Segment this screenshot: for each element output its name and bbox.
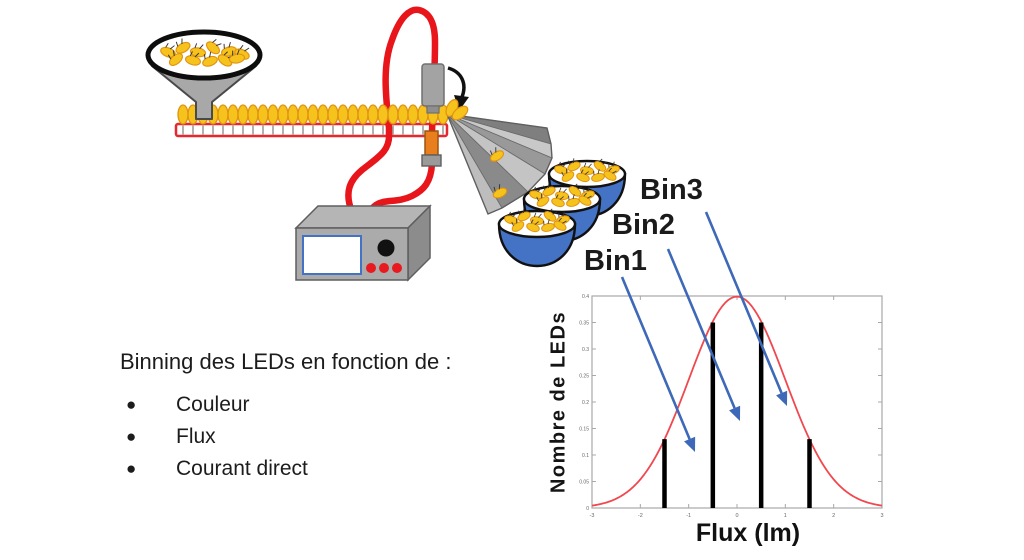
y-tick-label: 0.2 [582,400,589,406]
instrument-button [379,263,389,273]
led-icon [492,184,508,199]
plot-box [591,295,883,509]
instrument-screen [302,235,362,275]
bin1-label: Bin1 [584,245,647,277]
test-fixture [421,130,442,167]
caption-bullet-text: Flux [176,425,216,448]
caption-bullet-courant: ● Courant direct [120,453,520,485]
led-icon [568,183,583,197]
led-icon [529,186,543,200]
led-icon [160,43,176,58]
led-icon [205,39,222,55]
led-icon [504,211,518,225]
sorting-chute [445,113,553,215]
led-icon [542,183,556,197]
led-icon [576,169,590,183]
led-icon [175,38,191,54]
instrument-knob [377,239,395,257]
measurement-instrument [294,204,432,282]
caption-bullet-text: Courant direct [176,457,308,480]
led-icon [511,218,525,232]
led-icon [553,217,567,231]
measurement-cable [345,6,439,217]
led-icon [185,51,201,66]
drop-arrow-icon [447,66,469,111]
bin-bowl [547,158,627,218]
led-icon [234,44,250,60]
led-icon [189,43,207,58]
bin3-label: Bin3 [640,174,703,206]
bin-bowl [522,183,602,243]
led-icon [221,42,237,57]
led-icon [567,158,581,172]
instrument-button [366,263,376,273]
conveyor-leds [177,104,449,125]
led-icon [561,168,575,182]
led-icon [526,219,540,233]
instrument-button [392,263,402,273]
y-tick-label: 0.05 [579,479,589,485]
y-tick-label: 0.1 [582,453,589,459]
y-tick-label: 0.4 [582,294,589,300]
x-tick-label: -3 [590,513,595,519]
led-icon [578,192,592,206]
photometer-sensor [421,63,445,114]
led-icon [603,167,617,181]
caption-bullet-flux: ● Flux [120,421,520,453]
y-tick-label: 0.3 [582,347,589,353]
led-icon [593,158,608,172]
led-icon [581,186,595,200]
led-icon [566,194,580,207]
x-tick-label: -1 [686,513,691,519]
y-tick-label: 0.25 [579,373,589,379]
bullet-icon: ● [126,395,137,414]
led-icon [543,208,558,222]
flux-distribution-chart: -3 -2 -1 0 1 2 3 0 0.05 0.1 0.15 0.2 0.25 0.3 0.35 0.4 [579,294,883,519]
x-tick-label: 1 [784,513,787,519]
led-icon [606,161,620,175]
led-icon [530,212,544,225]
y-tick-label: 0.35 [579,320,589,326]
x-tick-label: 2 [832,513,835,519]
led-icon [556,211,570,225]
y-tick-label: 0 [586,506,589,512]
chart-x-axis-label: Flux (lm) [695,519,801,547]
x-tick-label: 0 [735,513,738,519]
bullet-icon: ● [126,427,137,446]
x-tick-label: -2 [638,513,643,519]
caption-title: Binning des LEDs en fonction de : [120,349,452,374]
led-icon [217,51,234,67]
led-icon [167,50,184,66]
led-icon [555,187,569,200]
bin-bowl [497,208,577,268]
bin2-label: Bin2 [612,209,675,241]
chart-y-axis-label: Nombre de LEDs [547,310,570,494]
caption-block: Binning des LEDs en fonction de : ● Coul… [120,349,520,485]
y-tick-label: 0.15 [579,426,589,432]
led-icon [202,51,218,67]
led-icon [489,147,505,162]
led-icon [551,194,565,208]
bullet-icon: ● [126,459,137,478]
led-icon [541,219,555,232]
caption-bullet-text: Couleur [176,393,250,416]
led-icon [536,193,550,207]
led-icon [228,49,246,64]
hopper-funnel [145,29,263,120]
led-icon [554,161,568,175]
conveyor-rail [174,122,449,138]
led-icon [580,162,594,175]
x-tick-label: 3 [880,513,883,519]
led-icon [517,208,531,222]
led-icon [591,169,605,182]
caption-bullet-couleur: ● Couleur [120,389,520,421]
